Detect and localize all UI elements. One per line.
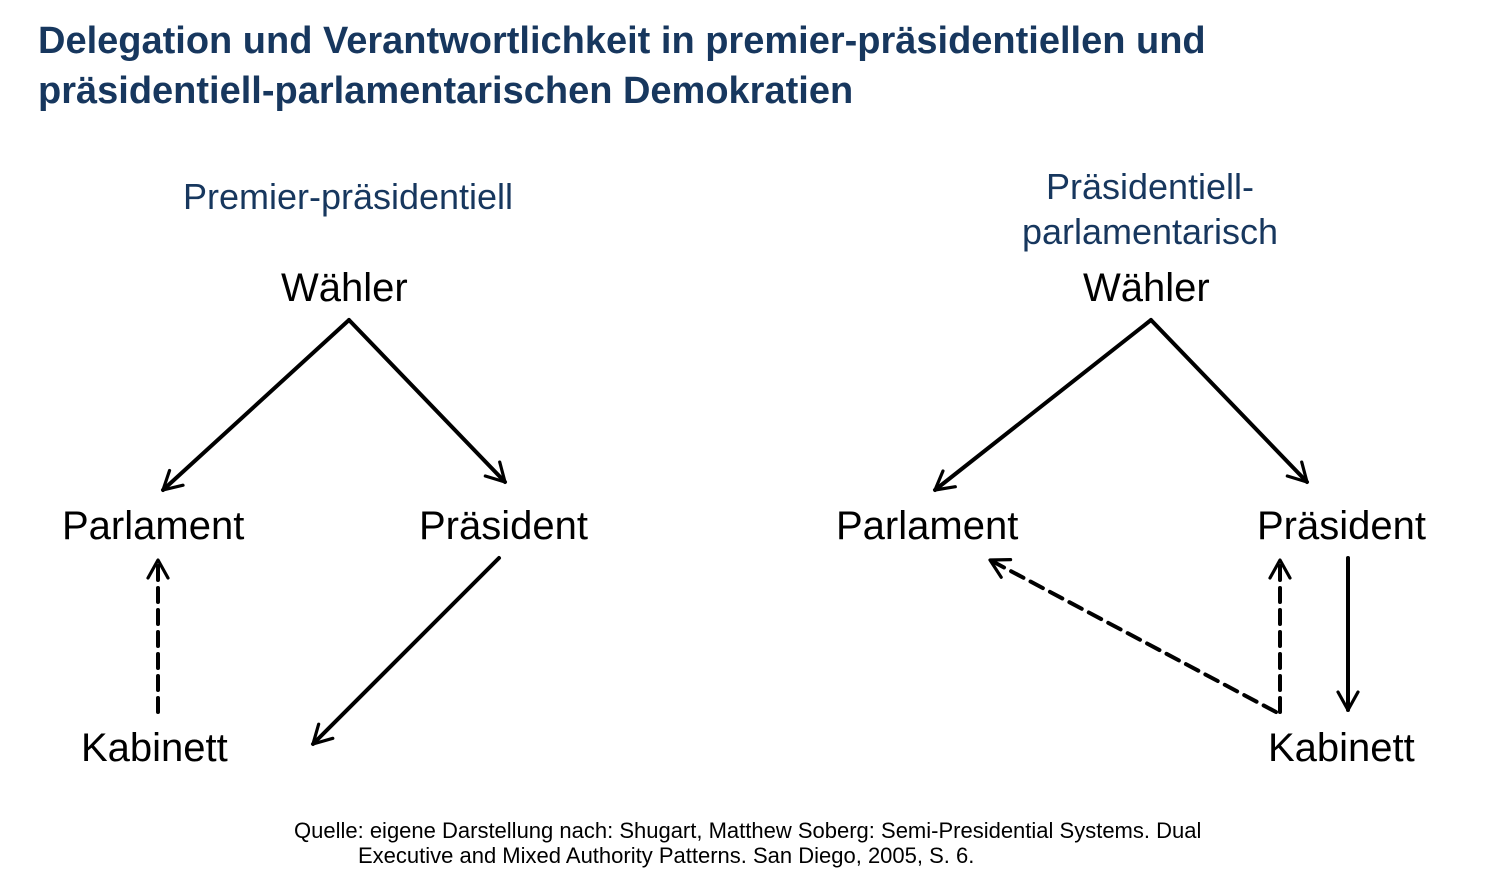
source-line-2: Executive and Mixed Authority Patterns. … [358, 843, 975, 868]
right-cabinet-node: Kabinett [1268, 726, 1415, 770]
left-parliament-node: Parlament [62, 504, 245, 548]
left-diagram-heading: Premier-präsidentiell [182, 176, 514, 217]
left-cabinet-node: Kabinett [81, 726, 228, 770]
right-heading-line-1: Präsidentiell- [1045, 166, 1255, 207]
right-arrow-voter-to-president [1149, 318, 1309, 484]
right-president-node: Präsident [1257, 504, 1426, 548]
right-arrow-voter-to-parliament [933, 318, 1153, 492]
right-diagram-heading: Präsidentiell- parlamentarisch [950, 164, 1350, 254]
right-parliament-node: Parlament [836, 504, 1019, 548]
left-arrow-president-to-cabinet [311, 556, 501, 746]
right-dashed-cabinet-to-parliament [988, 558, 1278, 714]
left-president-node: Präsident [419, 504, 588, 548]
left-voter-node: Wähler [281, 266, 408, 310]
title-line-2: präsidentiell-parlamentarischen Demokrat… [38, 70, 854, 112]
source-line-1: Quelle: eigene Darstellung nach: Shugart… [294, 818, 1202, 843]
right-heading-line-2: parlamentarisch [1021, 211, 1279, 252]
right-voter-node: Wähler [1083, 266, 1210, 310]
left-arrow-voter-to-president [347, 318, 507, 484]
source-citation: Quelle: eigene Darstellung nach: Shugart… [294, 818, 1394, 868]
page-title: Delegation und Verantwortlichkeit in pre… [38, 16, 1478, 116]
left-arrow-voter-to-parliament [161, 318, 351, 492]
title-line-1: Delegation und Verantwortlichkeit in pre… [38, 20, 1206, 62]
